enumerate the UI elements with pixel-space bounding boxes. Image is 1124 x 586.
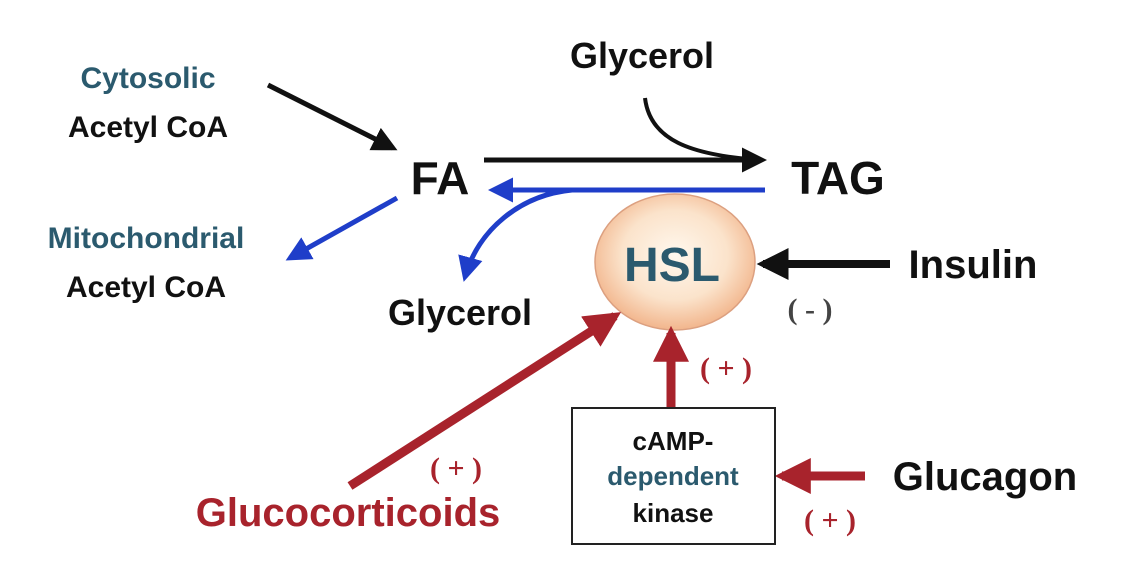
acetyl-coa-cytosolic-label: Acetyl CoA: [68, 111, 228, 144]
glucocorticoids-activation-sign: ( + ): [430, 452, 482, 485]
mitochondrial-label: Mitochondrial: [48, 222, 245, 255]
insulin-label: Insulin: [909, 243, 1038, 287]
camp-kinase-box: [571, 407, 776, 545]
insulin-inhibition-sign: ( - ): [788, 293, 833, 326]
glycerol-into-tag-arrow: [643, 97, 764, 168]
glucagon-label: Glucagon: [893, 455, 1077, 499]
glucagon-activation-sign: ( + ): [804, 504, 856, 537]
hydrolysis-glycerol-arrow: [458, 187, 573, 282]
glucocorticoids-label: Glucocorticoids: [196, 491, 501, 535]
fa-label: FA: [411, 152, 470, 204]
camp-label-line1: cAMP-: [633, 426, 714, 456]
glycerol-input-label: Glycerol: [570, 35, 714, 76]
acetyl-coa-mitochondrial-label: Acetyl CoA: [66, 271, 226, 304]
pka-activation-sign: ( + ): [700, 352, 752, 385]
camp-label-line2: dependent: [607, 461, 739, 491]
fa-to-mitochondrial-arrow: [285, 195, 399, 261]
hsl-label: HSL: [624, 239, 720, 292]
tag-label: TAG: [791, 152, 885, 204]
cytosolic-to-fa-arrow: [266, 82, 398, 151]
glucocorticoids-activate-hsl-arrow: [347, 312, 622, 490]
cytosolic-label: Cytosolic: [80, 62, 215, 95]
glycerol-output-label: Glycerol: [388, 292, 532, 333]
camp-label-line3: kinase: [633, 498, 714, 528]
